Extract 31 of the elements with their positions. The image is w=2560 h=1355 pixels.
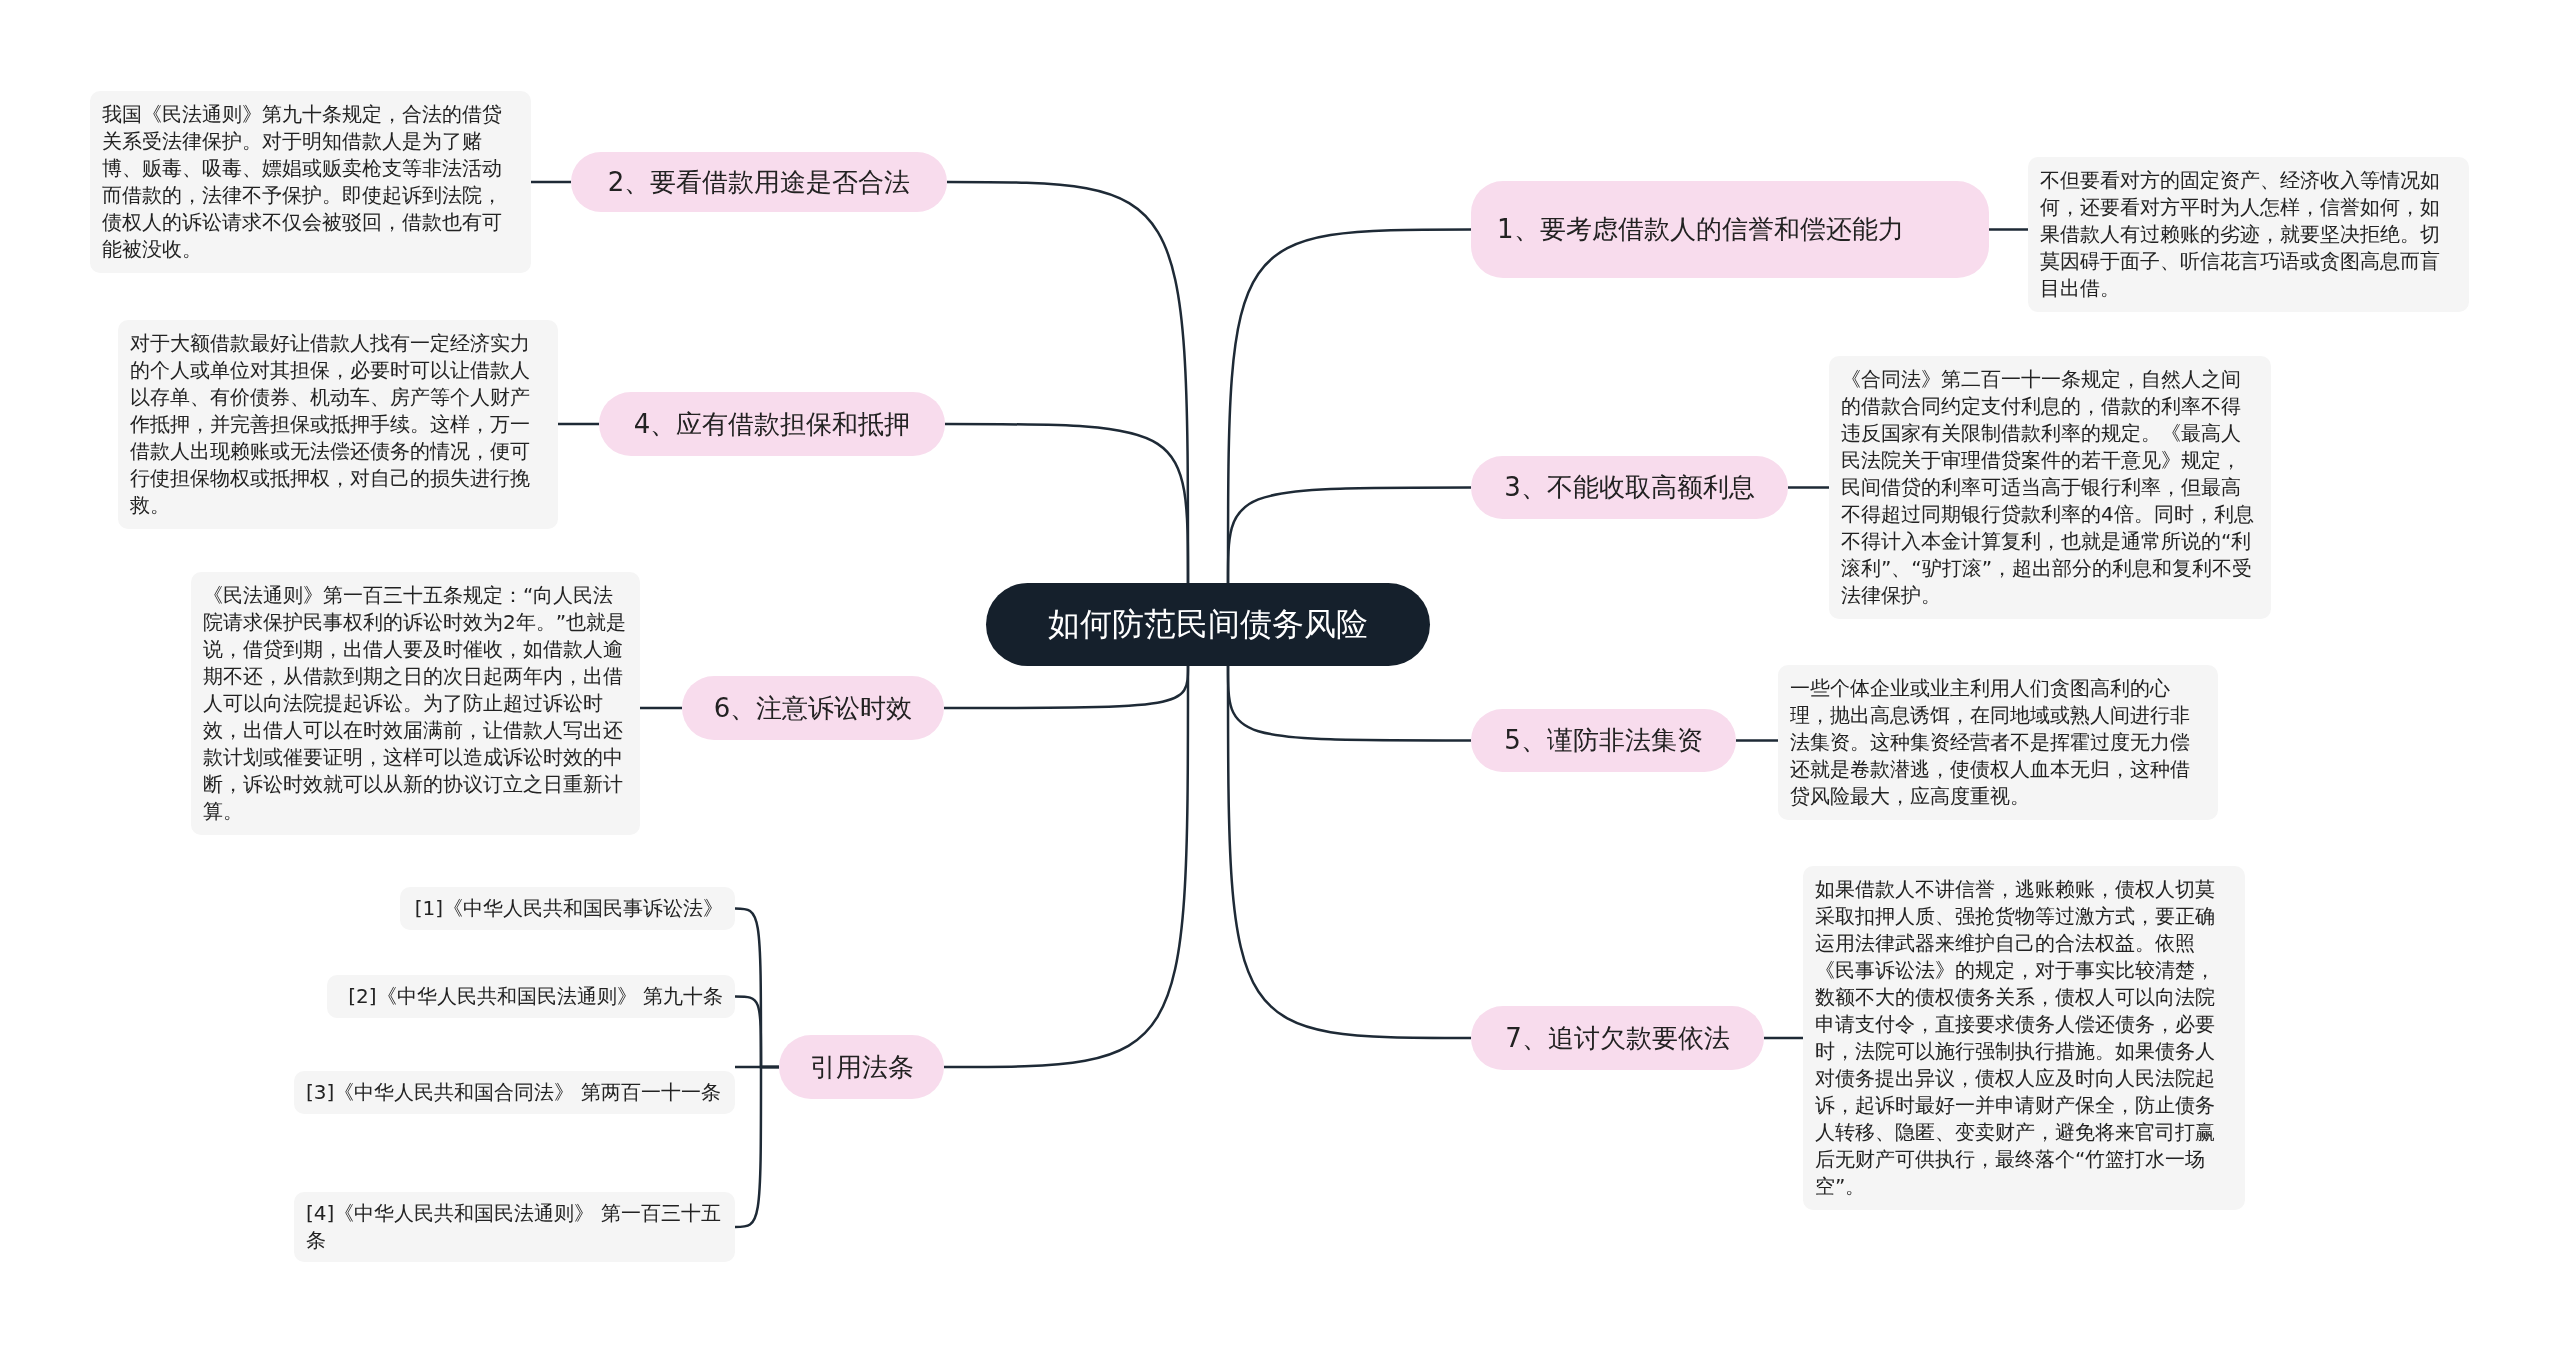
connector-line: [558, 422, 599, 426]
topic-pill: 引用法条: [779, 1035, 944, 1099]
note-card: 我国《民法通则》第九十条规定，合法的借贷关系受法律保护。对于明知借款人是为了赌博、贩毒、吸毒、嫖娼或贩卖枪支等非法活动而借款的，法律不予保护。即使起诉到法院，债权人的诉讼请求不仅会被驳回，借款也有可能被没收。: [90, 91, 531, 273]
note-card: 如果借款人不讲信誉，逃账赖账，债权人切莫采取扣押人质、强抢货物等过激方式，要正确运用法律武器来维护自己的合法权益。依照《民事诉讼法》的规定，对于事实比较清楚，数额不大的债权债务关系，债权人可以向法院申请支付令，直接要求债务人偿还债务，必要时，法院可以施行强制执行措施。如果债务人对债务提出异议，债权人应及时向人民法院起诉，起诉时最好一并申请财产保全，防止债务人转移、隐匿、变卖财产，避免将来官司打赢后无财产可供执行，最终落个“竹篮打水一场空”。: [1803, 866, 2245, 1210]
topic-pill: 5、谨防非法集资: [1471, 709, 1736, 772]
note-card: 对于大额借款最好让借款人找有一定经济实力的个人或单位对其担保，必要时可以让借款人以存单、有价债券、机动车、房产等个人财产作抵押，并完善担保或抵押手续。这样，万一借款人出现赖账或无法偿还债务的情况，便可行使担保物权或抵押权，对自己的损失进行挽救。: [118, 320, 558, 529]
topic-pill: 4、应有借款担保和抵押: [599, 392, 945, 456]
note-card: 不但要看对方的固定资产、经济收入等情况如何，还要看对方平时为人怎样，信誉如何，如果借款人有过赖账的劣迹，就要坚决拒绝。切莫因碍于面子、听信花言巧语或贪图高息而盲目出借。: [2028, 157, 2469, 312]
central-topic: 如何防范民间债务风险: [986, 583, 1430, 666]
reference-card: [3]《中华人民共和国合同法》 第两百一十一条: [294, 1071, 735, 1114]
note-card: 《合同法》第二百一十一条规定，自然人之间的借款合同约定支付利息的，借款的利率不得违反国家有关限制借款利率的规定。《最高人民法院关于审理借贷案件的若干意见》规定，民间借贷的利率可适当高于银行利率，但最高不得超过同期银行贷款利率的4倍。同时，利息不得计入本金计算复利，也就是通常所说的“利滚利”、“驴打滚”，超出部分的利息和复利不受法律保护。: [1829, 356, 2271, 619]
connector-line: [1736, 739, 1778, 742]
connector-line: [944, 666, 1190, 1069]
connector-line: [1989, 228, 2028, 231]
topic-pill: 6、注意诉讼时效: [682, 676, 944, 740]
connector-line: [1788, 486, 1829, 489]
topic-pill: 7、追讨欠款要依法: [1471, 1006, 1764, 1070]
reference-card: [2]《中华人民共和国民法通则》 第九十条: [327, 975, 735, 1018]
note-card: 一些个体企业或业主利用人们贪图高利的心理，抛出高息诱饵，在同地域或熟人间进行非法集资。这种集资经营者不是挥霍过度无力偿还就是卷款潜逃，使债权人血本无归，这种借贷风险最大，应高度重视。: [1778, 665, 2218, 820]
topic-pill: 2、要看借款用途是否合法: [571, 152, 947, 212]
connector-line: [1226, 666, 1471, 1040]
reference-card: [4]《中华人民共和国民法通则》 第一百三十五条: [294, 1192, 735, 1262]
topic-pill: 3、不能收取高额利息: [1471, 456, 1788, 519]
reference-card: [1]《中华人民共和国民事诉讼法》: [400, 887, 735, 930]
connector-line: [945, 422, 1190, 583]
connector-line: [1764, 1036, 1803, 1040]
connector-line: [640, 706, 682, 710]
topic-pill: 1、要考虑借款人的信誉和偿还能力: [1471, 181, 1989, 278]
note-card: 《民法通则》第一百三十五条规定：“向人民法院请求保护民事权利的诉讼时效为2年。”也就是说，借贷到期，出借人要及时催收，如借款人逾期不还，从借款到期之日的次日起两年内，出借人可以向法院提起诉讼。为了防止超过诉讼时效，出借人可以在时效届满前，让借款人写出还款计划或催要证明，这样可以造成诉讼时效的中断，诉讼时效就可以从新的协议订立之日重新计算。: [191, 572, 640, 835]
connector-line: [1226, 486, 1471, 583]
connector-line: [531, 180, 571, 184]
